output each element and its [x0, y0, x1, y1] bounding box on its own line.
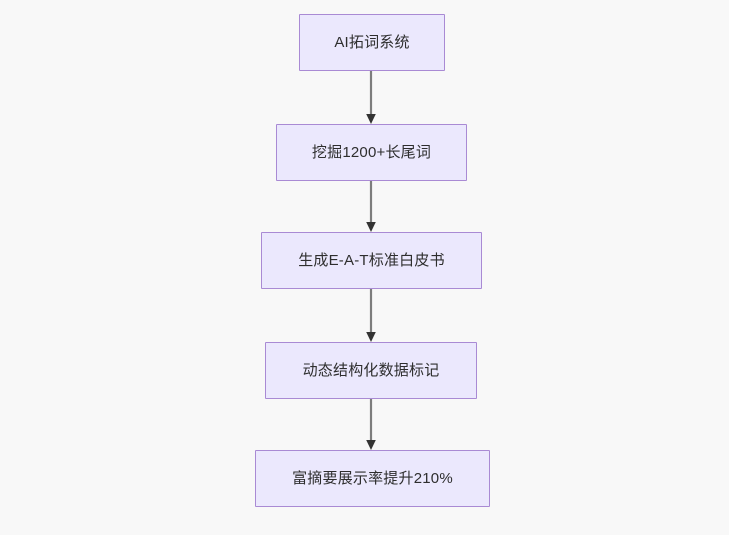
flowchart-node-label: 挖掘1200+长尾词 — [311, 143, 432, 161]
connector-arrow-n2-n3 — [366, 181, 376, 232]
connector-arrow-n3-n4 — [366, 289, 376, 342]
flowchart-node-label: 生成E-A-T标准白皮书 — [298, 251, 445, 269]
flowchart-node-rich-snippet-rate-increase[interactable]: 富摘要展示率提升210% — [255, 450, 490, 507]
flowchart-node-generate-eat-whitepaper[interactable]: 生成E-A-T标准白皮书 — [261, 232, 482, 289]
flowchart-node-ai-keyword-system[interactable]: AI拓词系统 — [299, 14, 445, 71]
flowchart-node-mine-longtail-keywords[interactable]: 挖掘1200+长尾词 — [276, 124, 467, 181]
flowchart-node-label: 动态结构化数据标记 — [302, 361, 440, 379]
flowchart-node-label: AI拓词系统 — [334, 33, 410, 51]
connector-arrow-n4-n5 — [366, 399, 376, 450]
connector-arrow-n1-n2 — [366, 71, 376, 124]
flowchart-node-dynamic-structured-data-markup[interactable]: 动态结构化数据标记 — [265, 342, 477, 399]
flowchart-node-label: 富摘要展示率提升210% — [292, 469, 453, 487]
